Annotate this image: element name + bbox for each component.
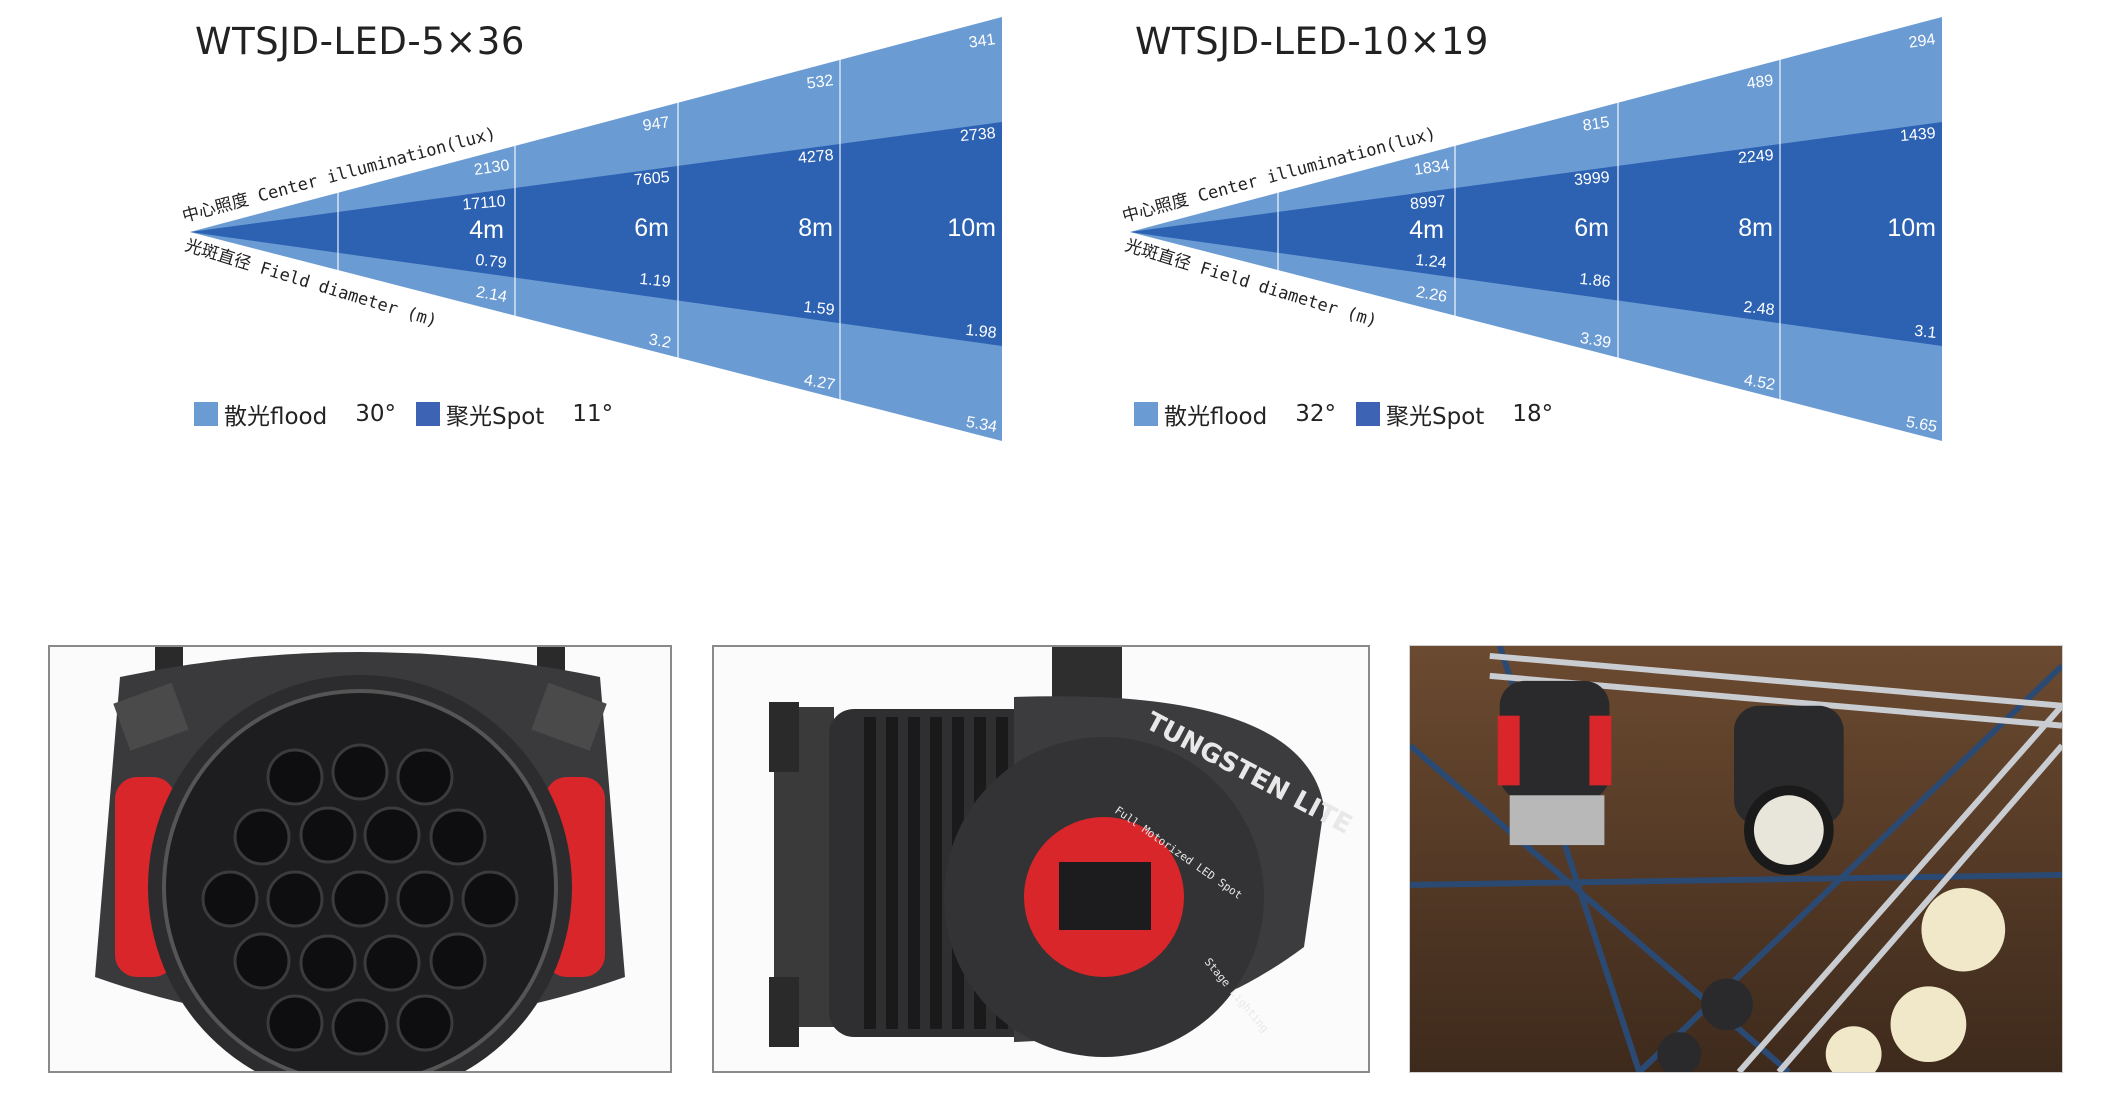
flood-lux-value: 341 xyxy=(968,31,997,52)
spot-diameter-value: 1.59 xyxy=(803,299,836,319)
spot-diameter-value: 3.1 xyxy=(1913,323,1937,342)
spot-diameter-value: 2.48 xyxy=(1743,299,1776,319)
flood-diameter-value: 4.27 xyxy=(803,372,837,394)
spot-lux-value: 17110 xyxy=(462,193,507,214)
spot-lux-value: 7605 xyxy=(633,169,670,189)
spot-diameter-value: 1.24 xyxy=(1415,252,1448,272)
distance-label: 6m xyxy=(1574,214,1609,242)
spot-diameter-value: 0.79 xyxy=(475,252,508,272)
product-photo-front xyxy=(48,645,672,1073)
flood-diameter-value: 5.34 xyxy=(965,414,999,436)
flood-legend-label: 散光flood xyxy=(1164,404,1268,430)
spot-diameter-value: 1.19 xyxy=(639,271,672,291)
flood-lux-value: 815 xyxy=(1582,114,1611,135)
model-title: WTSJD-LED-5×36 xyxy=(195,20,525,63)
flood-lux-value: 947 xyxy=(642,114,671,135)
flood-diameter-value: 3.2 xyxy=(647,331,672,352)
flood-swatch xyxy=(194,402,218,426)
flood-diameter-value: 4.52 xyxy=(1743,372,1777,394)
distance-label: 4m xyxy=(1409,216,1444,244)
installation-photo xyxy=(1409,645,2063,1073)
spot-lux-value: 8997 xyxy=(1409,193,1446,213)
flood-diameter-value: 3.39 xyxy=(1579,330,1613,352)
flood-lux-value: 532 xyxy=(806,72,835,93)
model-title: WTSJD-LED-10×19 xyxy=(1135,20,1489,63)
spot-diameter-value: 1.98 xyxy=(965,322,998,342)
distance-label: 6m xyxy=(634,214,669,242)
flood-lux-value: 294 xyxy=(1908,31,1937,52)
spot-legend-label: 聚光Spot xyxy=(446,404,545,430)
spot-lux-value: 4278 xyxy=(797,147,834,167)
flood-angle: 32° xyxy=(1295,401,1337,427)
flood-legend-label: 散光flood xyxy=(224,404,328,430)
distance-label: 8m xyxy=(798,214,833,242)
beam-cone-graphic: 中心照度 Center illumination(lux) 光斑直径 Field… xyxy=(1120,17,1942,441)
spot-legend-label: 聚光Spot xyxy=(1386,404,1485,430)
distance-label: 10m xyxy=(1887,214,1936,242)
spot-lux-value: 3999 xyxy=(1573,169,1610,189)
spot-diameter-value: 1.86 xyxy=(1579,271,1612,291)
flood-swatch xyxy=(1134,402,1158,426)
spot-lux-value: 2249 xyxy=(1737,147,1774,167)
led-fixture-front-image xyxy=(50,647,670,1071)
flood-diameter-value: 2.26 xyxy=(1415,284,1449,306)
led-fixture-side-image: TUNGSTEN LITE Full Motorized LED Spot St… xyxy=(714,647,1368,1071)
spot-swatch xyxy=(416,402,441,426)
flood-angle: 30° xyxy=(355,401,397,427)
distance-label: 10m xyxy=(947,214,996,242)
beam-diagram-left: 中心照度 Center illumination(lux) 光斑直径 Field… xyxy=(180,0,1190,470)
flood-diameter-value: 2.14 xyxy=(475,284,509,306)
flood-lux-value: 2130 xyxy=(473,157,511,179)
spot-lux-value: 2738 xyxy=(959,125,996,145)
spot-beam xyxy=(1130,122,1942,346)
distance-label: 8m xyxy=(1738,214,1773,242)
beam-legend: 散光flood 32° 聚光Spot 18° xyxy=(1134,397,1573,431)
distance-label: 4m xyxy=(469,216,504,244)
flood-diameter-value: 5.65 xyxy=(1905,414,1939,436)
spot-lux-value: 1439 xyxy=(1899,125,1936,145)
beam-cone-graphic: 中心照度 Center illumination(lux) 光斑直径 Field… xyxy=(180,17,1002,441)
beam-diagram-right: 中心照度 Center illumination(lux) 光斑直径 Field… xyxy=(1120,0,2104,470)
product-photo-side: TUNGSTEN LITE Full Motorized LED Spot St… xyxy=(712,645,1370,1073)
flood-lux-value: 489 xyxy=(1746,72,1775,93)
flood-lux-value: 1834 xyxy=(1413,157,1451,179)
spot-beam xyxy=(190,122,1002,346)
spot-angle: 18° xyxy=(1512,401,1554,427)
stage-truss-image xyxy=(1410,646,2062,1072)
spot-swatch xyxy=(1356,402,1381,426)
beam-legend: 散光flood 30° 聚光Spot 11° xyxy=(194,397,633,431)
spot-angle: 11° xyxy=(572,401,614,427)
